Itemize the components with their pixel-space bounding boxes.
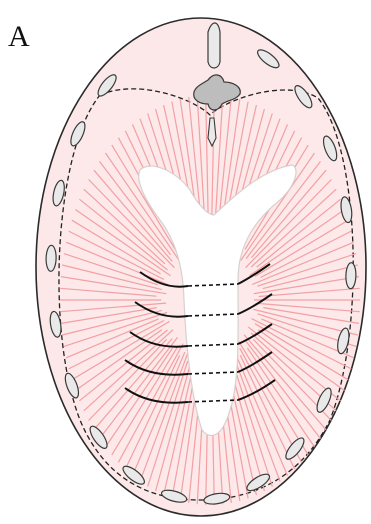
top-vertical-bone xyxy=(208,23,220,68)
wall-bone xyxy=(46,245,57,271)
wall-bone xyxy=(346,263,357,289)
